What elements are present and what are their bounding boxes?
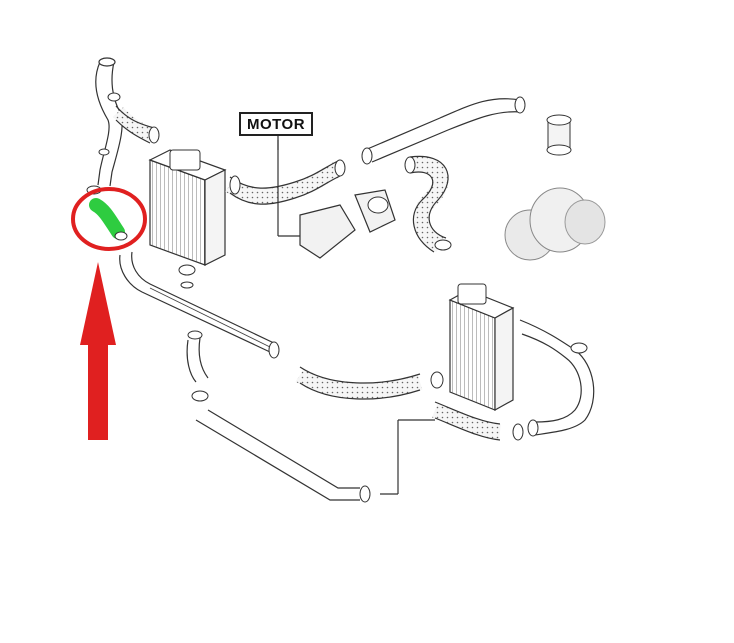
left-intercooler (148, 149, 227, 289)
center-dotted-hose (225, 159, 346, 205)
red-arrow (80, 262, 116, 440)
right-dotted-hose (404, 155, 452, 253)
bottom-pipe-loop (186, 330, 435, 503)
lower-left-pipe (119, 251, 280, 359)
right-side-hose (519, 319, 595, 437)
right-intercooler (448, 283, 515, 412)
upper-intake-pipe (95, 57, 123, 187)
highlight-circle (71, 187, 147, 251)
motor-valve (277, 140, 396, 259)
bottom-dotted-hose (295, 366, 524, 441)
motor-label-box: MOTOR (239, 112, 313, 136)
upper-left-hose (112, 105, 160, 144)
motor-label: MOTOR (246, 115, 306, 133)
turbocharger (504, 114, 606, 261)
upper-long-pipe (361, 96, 526, 165)
